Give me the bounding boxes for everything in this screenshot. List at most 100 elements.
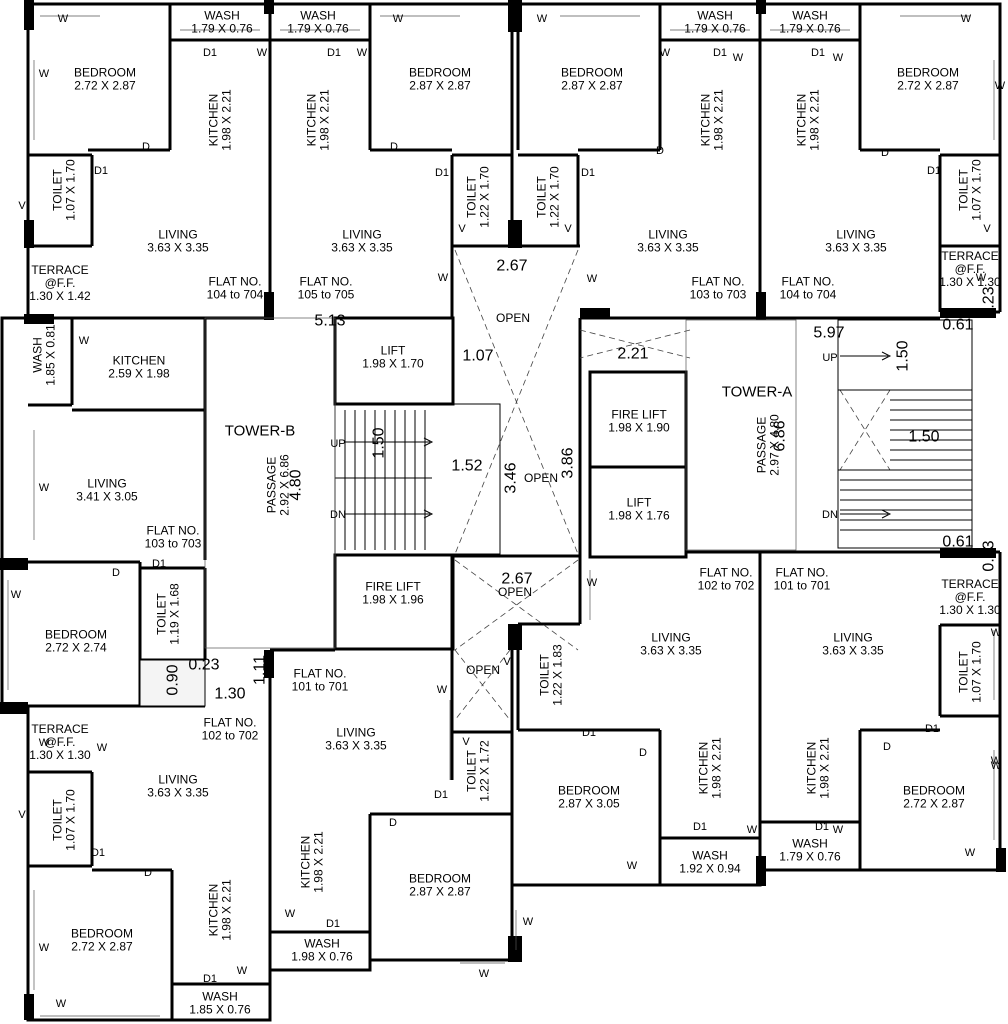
door1-mark-4: D1 <box>94 165 108 177</box>
window-mark-12: W <box>587 273 598 285</box>
room-label-terrace-4: TERRACE@F.F.1.30 X 1.30 <box>29 722 91 762</box>
window-mark-8: W <box>660 47 671 59</box>
room-label-toilet-5: TOILET1.19 X 1.68 <box>155 583 182 645</box>
flat-label-flat-103-703-b: FLAT NO.103 to 703 <box>145 524 202 551</box>
room-label-terrace-3: TERRACE@F.F.1.30 X 1.30 <box>939 577 1001 617</box>
vent-mark-2: V <box>564 223 572 235</box>
door1-mark-6: D1 <box>581 167 595 179</box>
door1-mark-9: D1 <box>582 727 596 739</box>
door-mark-6: D <box>883 741 891 753</box>
window-mark-9: W <box>733 52 744 64</box>
room-label-passage-a: PASSAGE2.97 X 4.80 <box>755 414 782 476</box>
room-label-kitchen-7: KITCHEN1.98 X 2.21 <box>805 737 832 799</box>
flat-label-flat-104-704-a: FLAT NO.104 to 704 <box>207 275 264 302</box>
dimension-5: 1.50 <box>895 340 912 371</box>
room-label-kitchen-6: KITCHEN1.98 X 2.21 <box>697 737 724 799</box>
dimension-12: 3.86 <box>560 447 577 478</box>
dimension-3: 2.21 <box>617 346 648 363</box>
vent-mark-1: V <box>458 223 466 235</box>
open-label-0: OPEN <box>496 311 530 325</box>
room-label-toilet-9: TOILET1.07 X 1.70 <box>51 789 78 851</box>
vent-mark-0: V <box>18 200 26 212</box>
dimension-17: 0.23 <box>981 540 998 571</box>
door-mark-4: D <box>112 567 120 579</box>
window-mark-6: W <box>257 47 268 59</box>
dimension-0: 2.67 <box>496 258 527 275</box>
tower-label-tower-a: TOWER-A <box>722 383 793 400</box>
door1-mark-0: D1 <box>203 47 217 59</box>
vent-mark-6: V <box>18 809 26 821</box>
open-shafts <box>454 249 891 721</box>
window-mark-14: W <box>79 335 90 347</box>
dimension-10: 4.80 <box>288 469 305 500</box>
dimension-19: 0.23 <box>188 657 219 674</box>
room-label-kitchen-8: KITCHEN1.98 X 2.21 <box>299 831 326 893</box>
window-mark-15: W <box>39 482 50 494</box>
room-label-passage-b: PASSAGE2.92 X 6.86 <box>265 454 292 516</box>
door1-mark-16: D1 <box>203 973 217 985</box>
dimension-21: 1.30 <box>214 686 245 703</box>
door1-mark-13: D1 <box>693 821 707 833</box>
door-mark-2: D <box>656 145 664 157</box>
dimension-9: 6.86 <box>772 420 789 451</box>
room-label-kitchen-4: KITCHEN1.98 X 2.21 <box>795 89 822 151</box>
dimension-1: 5.13 <box>314 313 345 330</box>
door-mark-1: D <box>390 141 398 153</box>
dimension-2: 1.07 <box>462 348 493 365</box>
room-label-toilet-4: TOILET1.07 X 1.70 <box>957 159 984 221</box>
dimension-15: 0.23 <box>981 286 998 317</box>
door-mark-5: D <box>639 747 647 759</box>
window-mark-16: W <box>11 589 22 601</box>
room-label-toilet-2: TOILET1.22 X 1.70 <box>465 166 492 228</box>
window-mark-7: W <box>357 47 368 59</box>
room-label-kitchen-2: KITCHEN1.98 X 2.21 <box>305 89 332 151</box>
dn-label-1: DN <box>822 509 838 521</box>
flat-label-flat-103-703-a: FLAT NO.103 to 703 <box>690 275 747 302</box>
door-mark-8: D <box>389 817 397 829</box>
dimension-6: 1.50 <box>371 427 388 458</box>
window-mark-1: W <box>393 13 404 25</box>
window-mark-29: W <box>833 824 844 836</box>
window-mark-4: W <box>39 68 50 80</box>
dimension-7: 1.52 <box>451 458 482 475</box>
window-mark-30: W <box>991 760 1002 772</box>
window-mark-11: W <box>438 272 449 284</box>
door1-mark-3: D1 <box>811 47 825 59</box>
window-mark-24: W <box>285 908 296 920</box>
open-label-2: OPEN <box>466 663 500 677</box>
door1-mark-11: D1 <box>434 789 448 801</box>
window-mark-5: W <box>995 80 1006 92</box>
door1-mark-8: D1 <box>152 558 166 570</box>
window-mark-2: W <box>537 13 548 25</box>
up-label-1: UP <box>822 352 837 364</box>
window-mark-31: W <box>965 847 976 859</box>
window-mark-21: W <box>39 942 50 954</box>
dimension-11: 3.46 <box>503 462 520 493</box>
dimension-8: 1.50 <box>908 429 939 446</box>
flat-label-flat-105-705: FLAT NO.105 to 705 <box>298 275 355 302</box>
door-mark-7: D <box>144 867 152 879</box>
door1-mark-14: D1 <box>815 821 829 833</box>
window-mark-26: W <box>523 916 534 928</box>
room-label-toilet-8: TOILET1.22 X 1.72 <box>465 740 492 802</box>
door-mark-3: D <box>881 147 889 159</box>
up-label-0: UP <box>330 438 345 450</box>
